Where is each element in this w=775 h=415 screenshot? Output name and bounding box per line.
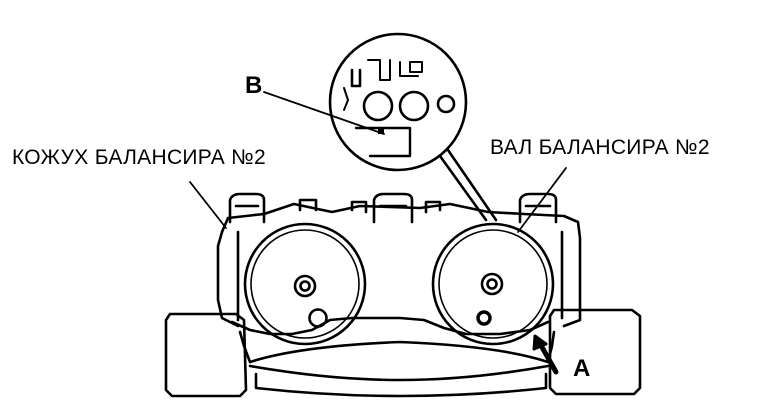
leader-b — [263, 91, 385, 135]
balancer-housing — [216, 202, 582, 398]
label-marker-b: B — [245, 72, 263, 99]
leader-housing — [189, 181, 227, 229]
right-balancer-disc — [431, 222, 555, 346]
label-shaft: ВАЛ БАЛАНСИРА №2 — [490, 136, 710, 159]
leader-lines — [189, 91, 567, 233]
left-balancer-disc — [243, 222, 367, 346]
label-marker-a: A — [573, 355, 591, 382]
leader-shaft — [517, 167, 567, 233]
mount-feet — [164, 308, 642, 398]
label-housing: КОЖУХ БАЛАНСИРА №2 — [12, 146, 266, 169]
arrow-a — [532, 334, 559, 375]
detail-magnifier — [328, 32, 498, 222]
